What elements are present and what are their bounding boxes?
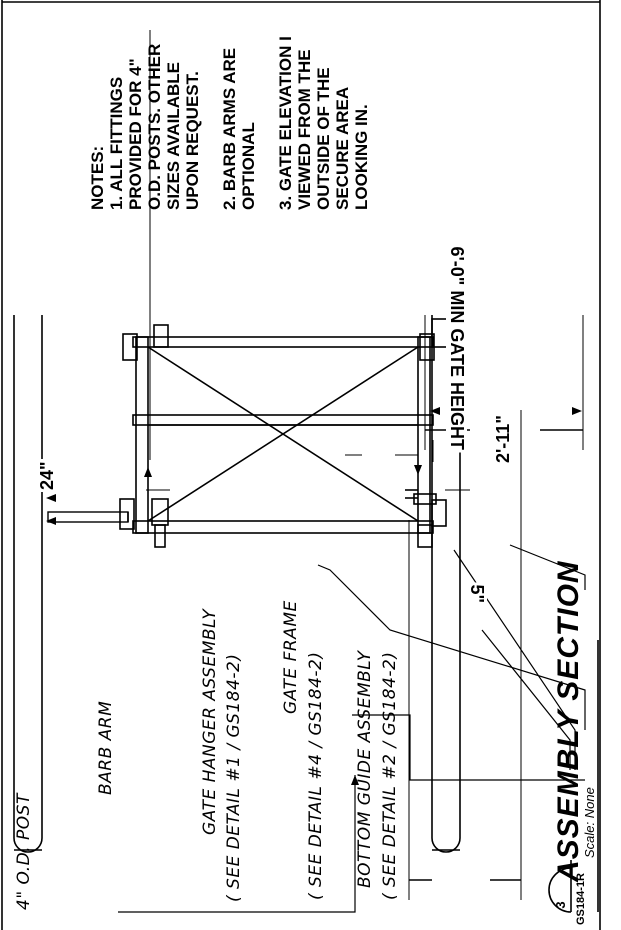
note-3-line-5: LOOKING IN. <box>352 104 371 210</box>
barb-arm-label: BARB ARM <box>96 700 116 795</box>
drawing-scale: Scale: None <box>582 787 597 858</box>
note-2-line-1: 2. BARB ARMS ARE <box>220 47 239 210</box>
guide-ref-label: ( SEE DETAIL #2 / GS184-2) <box>380 651 400 900</box>
dim-gate-width-label: 2'-11" <box>493 413 514 465</box>
note-1-line-5: UPON REQUEST. <box>183 71 202 210</box>
note-3-line-1: 3. GATE ELEVATION I <box>276 36 295 210</box>
dim-bottom-gap-label: 5" <box>466 582 487 605</box>
hanger-label: GATE HANGER ASSEMBLY <box>200 608 220 835</box>
notes-heading: NOTES: <box>88 145 107 210</box>
dim-min-height-label: 6'-0" MIN GATE HEIGHT <box>446 244 467 452</box>
note-1-line-1: 1. ALL FITTINGS <box>107 76 126 210</box>
gate-arrow-right <box>572 407 582 415</box>
dim-bottom-gap <box>345 440 434 462</box>
gate-frame <box>132 336 434 534</box>
barb-arrow-right <box>46 494 56 502</box>
leader-lines <box>118 544 586 913</box>
note-3-line-3: OUTSIDE OF THE <box>314 67 333 210</box>
height-arrow <box>144 467 152 477</box>
hanger-ref-label: ( SEE DETAIL #1 / GS184-2) <box>224 653 244 902</box>
gate-hanger-right <box>405 489 437 548</box>
note-2-line-2: OPTIONAL <box>239 122 258 210</box>
note-3-line-2: VIEWED FROM THE <box>295 49 314 210</box>
dim-barb-width <box>408 410 522 900</box>
guide-label: BOTTOM GUIDE ASSEMBLY <box>355 650 375 888</box>
detail-number: 3 <box>553 901 568 909</box>
dim-barb-width-label: 24" <box>37 459 58 492</box>
post-label: 4" O.D. POST <box>14 793 34 910</box>
gate-hanger-top <box>119 498 447 548</box>
dim-min-gate-height <box>146 30 470 491</box>
barb-arrow <box>46 517 56 525</box>
left-post <box>13 315 43 853</box>
gate-arrow <box>430 407 440 415</box>
note-1-line-4: SIZES AVAILABLE <box>164 62 183 210</box>
note-1-line-3: O.D. POSTS. OTHER <box>145 43 164 210</box>
note-3-line-4: SECURE AREA <box>333 86 352 210</box>
frame-label: GATE FRAME <box>281 600 301 714</box>
frame-ref-label: ( SEE DETAIL #4 / GS184-2) <box>306 651 326 900</box>
drawing-title: ASSEMBLY SECTION <box>552 560 585 882</box>
barb-arm <box>47 511 129 523</box>
gap-arrow <box>414 465 422 475</box>
title-badge <box>548 640 599 913</box>
gate-hanger-bottom <box>122 318 451 361</box>
notes-block: NOTES: 1. ALL FITTINGS PROVIDED FOR 4" O… <box>88 36 371 210</box>
post-arrow <box>351 775 359 785</box>
note-1-line-2: PROVIDED FOR 4" <box>126 58 145 210</box>
